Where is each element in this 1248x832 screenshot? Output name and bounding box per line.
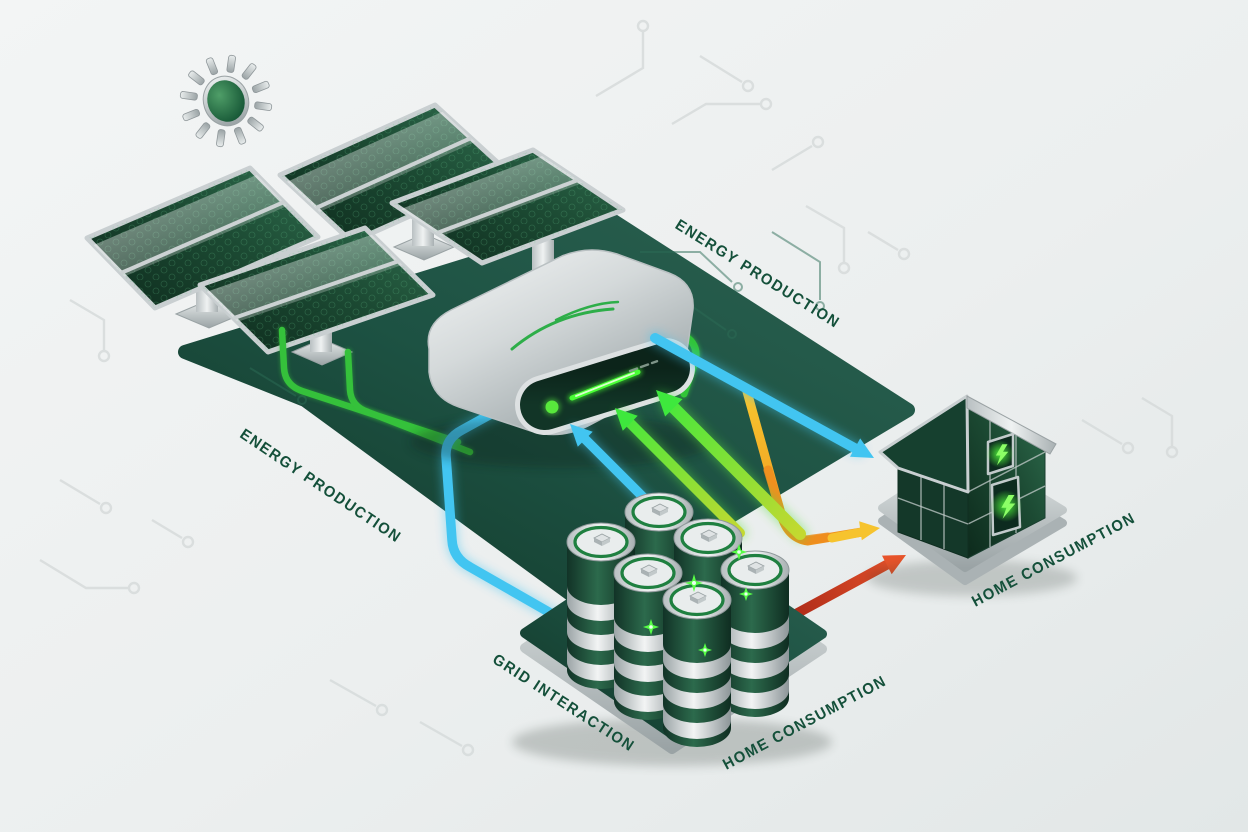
solar-array bbox=[84, 102, 626, 366]
arrowhead-green-1 bbox=[615, 408, 638, 431]
flow-arrow-battery-to-inverter-1 bbox=[615, 408, 747, 540]
circuit-trace-gray bbox=[39, 19, 1179, 757]
sun-icon bbox=[179, 54, 273, 148]
circuit-trace-green bbox=[249, 231, 825, 405]
house-roof-fascia bbox=[966, 395, 1057, 455]
arrowhead-blue-home bbox=[850, 438, 874, 458]
house bbox=[867, 394, 1077, 596]
inverter-markings bbox=[628, 360, 659, 373]
house-door bbox=[990, 475, 1022, 537]
arrowhead-yellow bbox=[859, 521, 880, 541]
inverter-top-arc bbox=[554, 300, 620, 322]
arrowhead-blue-in bbox=[570, 424, 593, 447]
solar-panel-4 bbox=[389, 147, 626, 266]
battery bbox=[719, 549, 791, 719]
arrowhead-red bbox=[882, 555, 906, 575]
flow-arrow-inverter-to-home-blue bbox=[648, 331, 874, 458]
solar-panel-3 bbox=[197, 225, 436, 355]
solar-panel-2 bbox=[277, 102, 511, 245]
battery bbox=[661, 579, 733, 749]
arrowhead-green-2 bbox=[656, 390, 683, 417]
battery-bank bbox=[565, 491, 791, 749]
house-window bbox=[986, 432, 1015, 476]
flow-arrow-battery-to-inverter-2 bbox=[656, 390, 808, 542]
battery-sparkles bbox=[643, 544, 753, 657]
inverter-top-arc bbox=[510, 307, 615, 351]
solar-panel-1 bbox=[84, 165, 321, 311]
house-roof bbox=[878, 394, 970, 494]
